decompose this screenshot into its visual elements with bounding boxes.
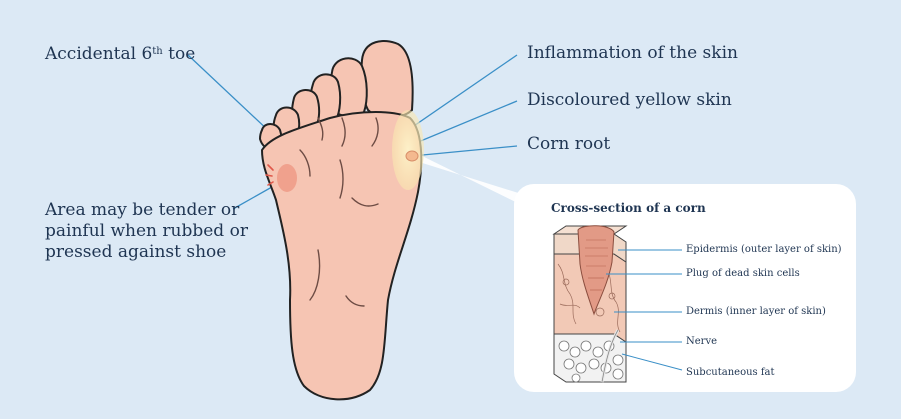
sole bbox=[261, 111, 423, 401]
label-epidermis: Epidermis (outer layer of skin) bbox=[686, 244, 842, 255]
leader-lines bbox=[187, 54, 518, 210]
callout-tender-area: Area may be tender or painful when rubbe… bbox=[45, 200, 248, 262]
callout-corn-root: Corn root bbox=[527, 134, 611, 154]
callout-sixth-toe-superscript: th bbox=[152, 46, 163, 57]
callout-inflammation: Inflammation of the skin bbox=[527, 43, 738, 63]
big-toe bbox=[360, 40, 414, 119]
callout-sixth-toe-text: Accidental 6 bbox=[45, 44, 153, 64]
callout-discoloured: Discoloured yellow skin bbox=[527, 90, 732, 110]
discoloured-area bbox=[392, 110, 424, 190]
corn-plug-texture bbox=[585, 239, 608, 291]
callout-sixth-toe: Accidental 6th toe bbox=[45, 44, 195, 65]
pain-marks bbox=[265, 164, 274, 186]
label-plug: Plug of dead skin cells bbox=[686, 268, 800, 279]
sole-creases bbox=[299, 117, 379, 307]
leader-line-sixth-toe bbox=[187, 54, 272, 134]
leader-line-inflammation bbox=[407, 54, 518, 131]
label-fat: Subcutaneous fat bbox=[686, 367, 775, 378]
fat-cells bbox=[558, 340, 624, 383]
leader-line-discoloured bbox=[410, 100, 518, 146]
leader-fat bbox=[621, 353, 683, 371]
dermis-texture bbox=[557, 263, 621, 333]
label-dermis: Dermis (inner layer of skin) bbox=[686, 306, 826, 317]
cross-section-leaders bbox=[606, 249, 683, 371]
callout-sixth-toe-suffix: toe bbox=[162, 44, 196, 64]
tender-spot bbox=[277, 164, 297, 192]
corn bbox=[405, 150, 419, 162]
cross-section-illustration bbox=[552, 225, 683, 383]
tissue-block bbox=[552, 225, 628, 383]
cross-section-panel: Cross-section of a corn bbox=[514, 184, 856, 392]
cross-section-title: Cross-section of a corn bbox=[551, 201, 706, 215]
leader-line-corn-root bbox=[411, 145, 518, 157]
zoom-wedge bbox=[414, 152, 540, 214]
label-nerve: Nerve bbox=[686, 336, 718, 347]
